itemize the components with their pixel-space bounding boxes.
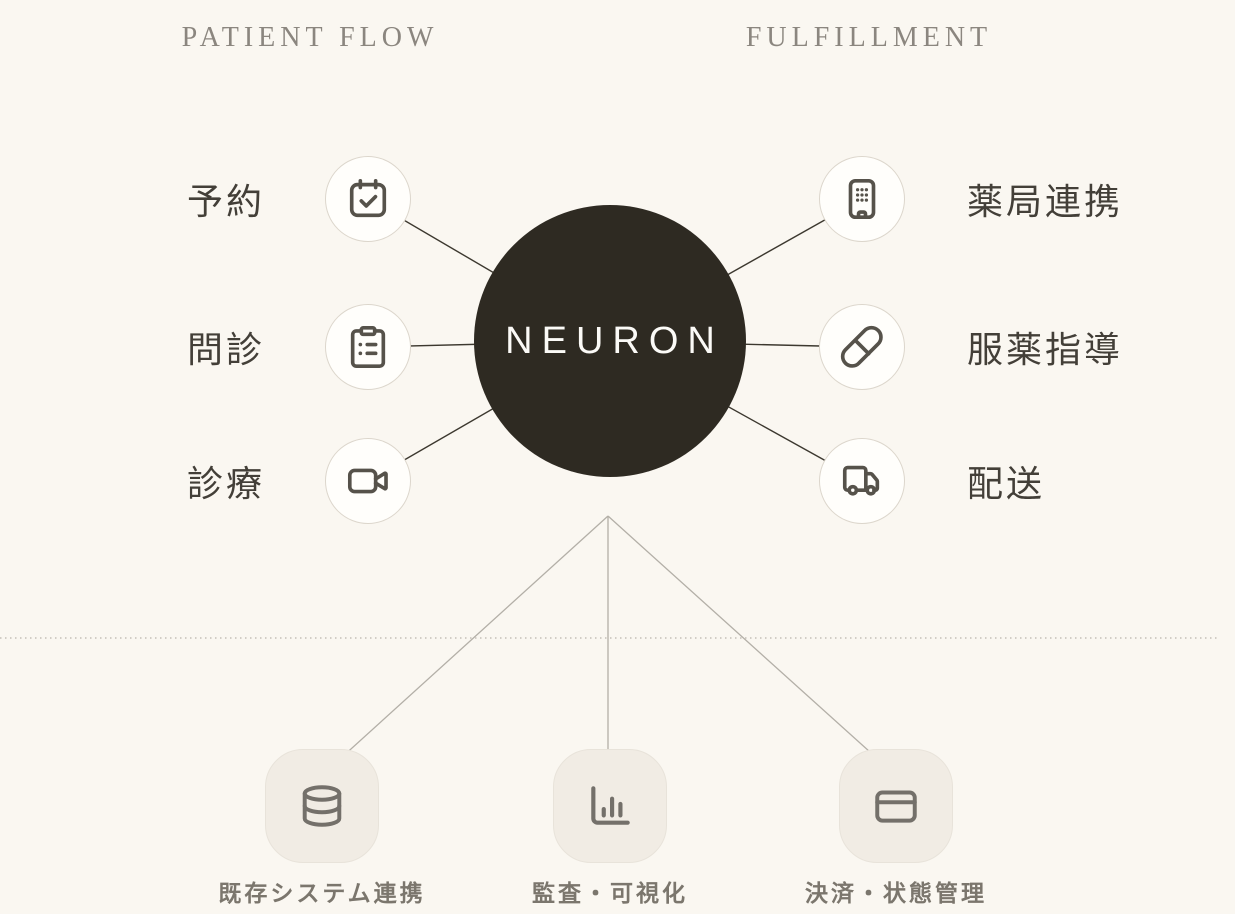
neuron-hub-circle: NEURON <box>474 205 746 477</box>
neuron-hub-label: NEURON <box>505 319 724 362</box>
calendar-check-icon <box>349 178 387 218</box>
delivery-truck-icon <box>842 465 880 496</box>
connector-payment-line <box>607 515 891 771</box>
audit-visualization-node <box>553 749 667 863</box>
payment-status-management-node <box>839 749 953 863</box>
examination-node <box>325 438 411 524</box>
reservation-node <box>325 156 411 242</box>
database-icon <box>302 785 342 827</box>
interview-label: 問診 <box>186 329 265 370</box>
interview-node <box>325 304 411 390</box>
pill-icon <box>840 325 883 368</box>
audit-visualization-label: 監査・可視化 <box>532 880 688 906</box>
video-camera-icon <box>347 468 388 494</box>
medication-guidance-node <box>819 304 905 390</box>
pharmacy-link-label: 薬局連携 <box>967 181 1124 222</box>
delivery-label: 配送 <box>967 463 1046 504</box>
pharmacy-link-node <box>819 156 905 242</box>
clipboard-list-icon <box>350 326 386 368</box>
medication-guidance-label: 服薬指導 <box>967 329 1124 370</box>
legacy-system-integration-node <box>265 749 379 863</box>
fulfillment-section-title: FULFILLMENT <box>745 22 993 53</box>
bar-chart-icon <box>591 786 630 825</box>
credit-card-icon <box>875 790 917 823</box>
connector-legacy-system-line <box>329 515 609 769</box>
examination-label: 診療 <box>186 463 265 504</box>
legacy-system-integration-label: 既存システム連携 <box>218 880 426 906</box>
delivery-node <box>819 438 905 524</box>
payment-status-management-label: 決済・状態管理 <box>805 880 987 906</box>
pharmacy-building-icon <box>848 178 876 220</box>
reservation-label: 予約 <box>186 181 265 222</box>
patient-flow-section-title: PATIENT FLOW <box>181 22 439 53</box>
